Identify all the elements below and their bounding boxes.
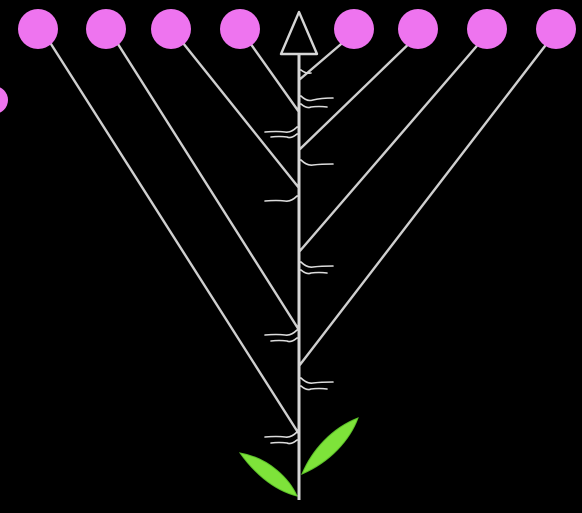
flower-icon xyxy=(220,9,260,49)
flower-icon xyxy=(536,9,576,49)
flower-icon xyxy=(151,9,191,49)
flower-icon xyxy=(18,9,58,49)
flower-icon xyxy=(334,9,374,49)
flower-icon xyxy=(398,9,438,49)
flower-icon xyxy=(467,9,507,49)
flower-icon xyxy=(86,9,126,49)
